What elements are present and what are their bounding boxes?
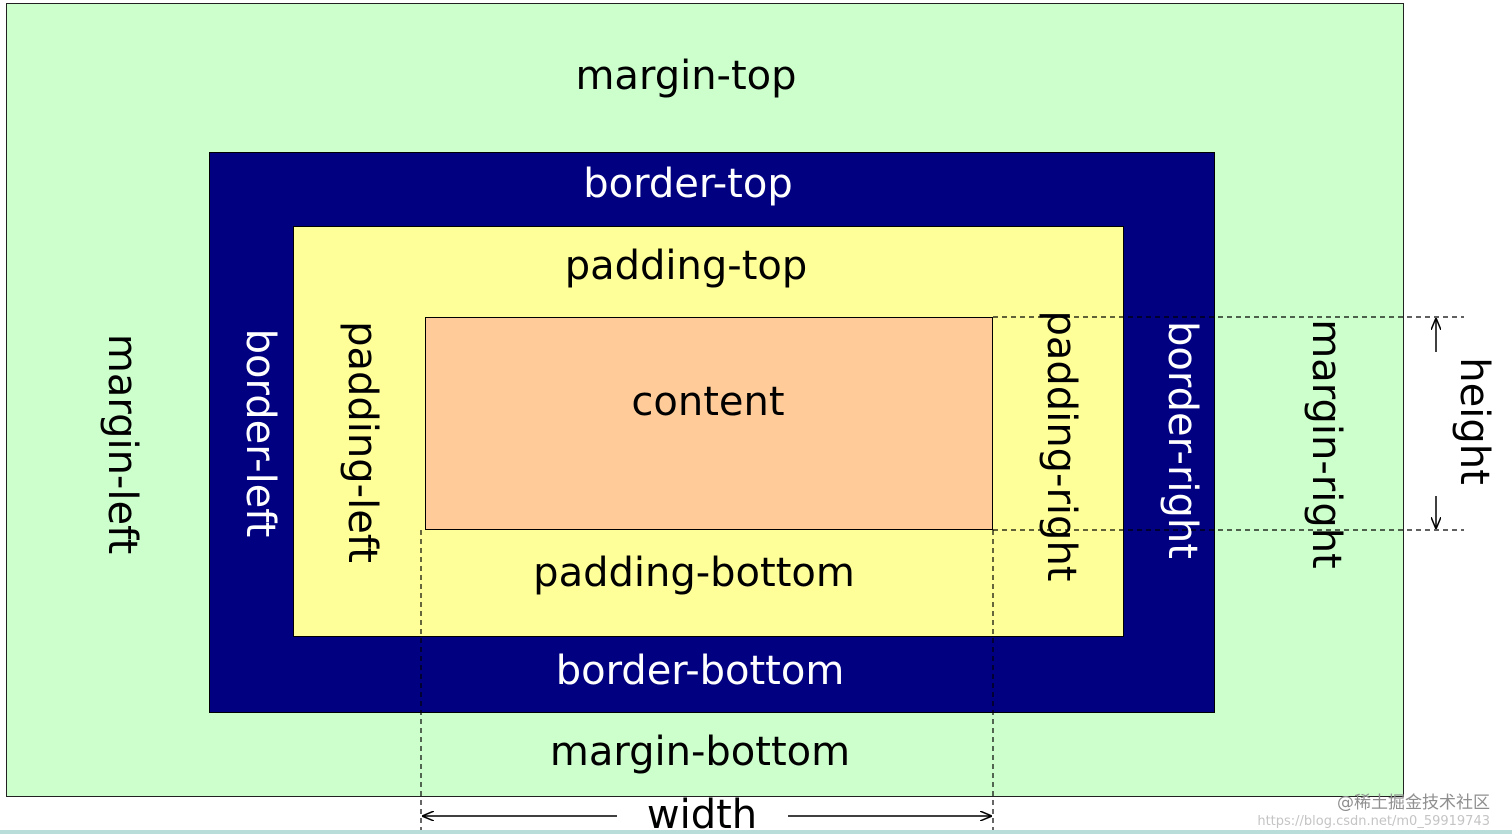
padding-top-label: padding-top (564, 243, 808, 289)
watermark-text: @稀土掘金技术社区 (1337, 793, 1490, 813)
border-bottom-label: border-bottom (555, 648, 845, 694)
watermark-url: https://blog.csdn.net/m0_59919743 (1257, 814, 1490, 829)
padding-bottom-label: padding-bottom (533, 550, 855, 596)
content-area (425, 317, 993, 530)
border-top-label: border-top (583, 161, 793, 207)
height-label: height (1451, 357, 1497, 485)
bottom-edge-line (0, 830, 1512, 834)
margin-top-label: margin-top (575, 53, 797, 99)
width-label: width (646, 792, 758, 834)
margin-bottom-label: margin-bottom (549, 729, 851, 775)
content-label: content (631, 379, 785, 425)
